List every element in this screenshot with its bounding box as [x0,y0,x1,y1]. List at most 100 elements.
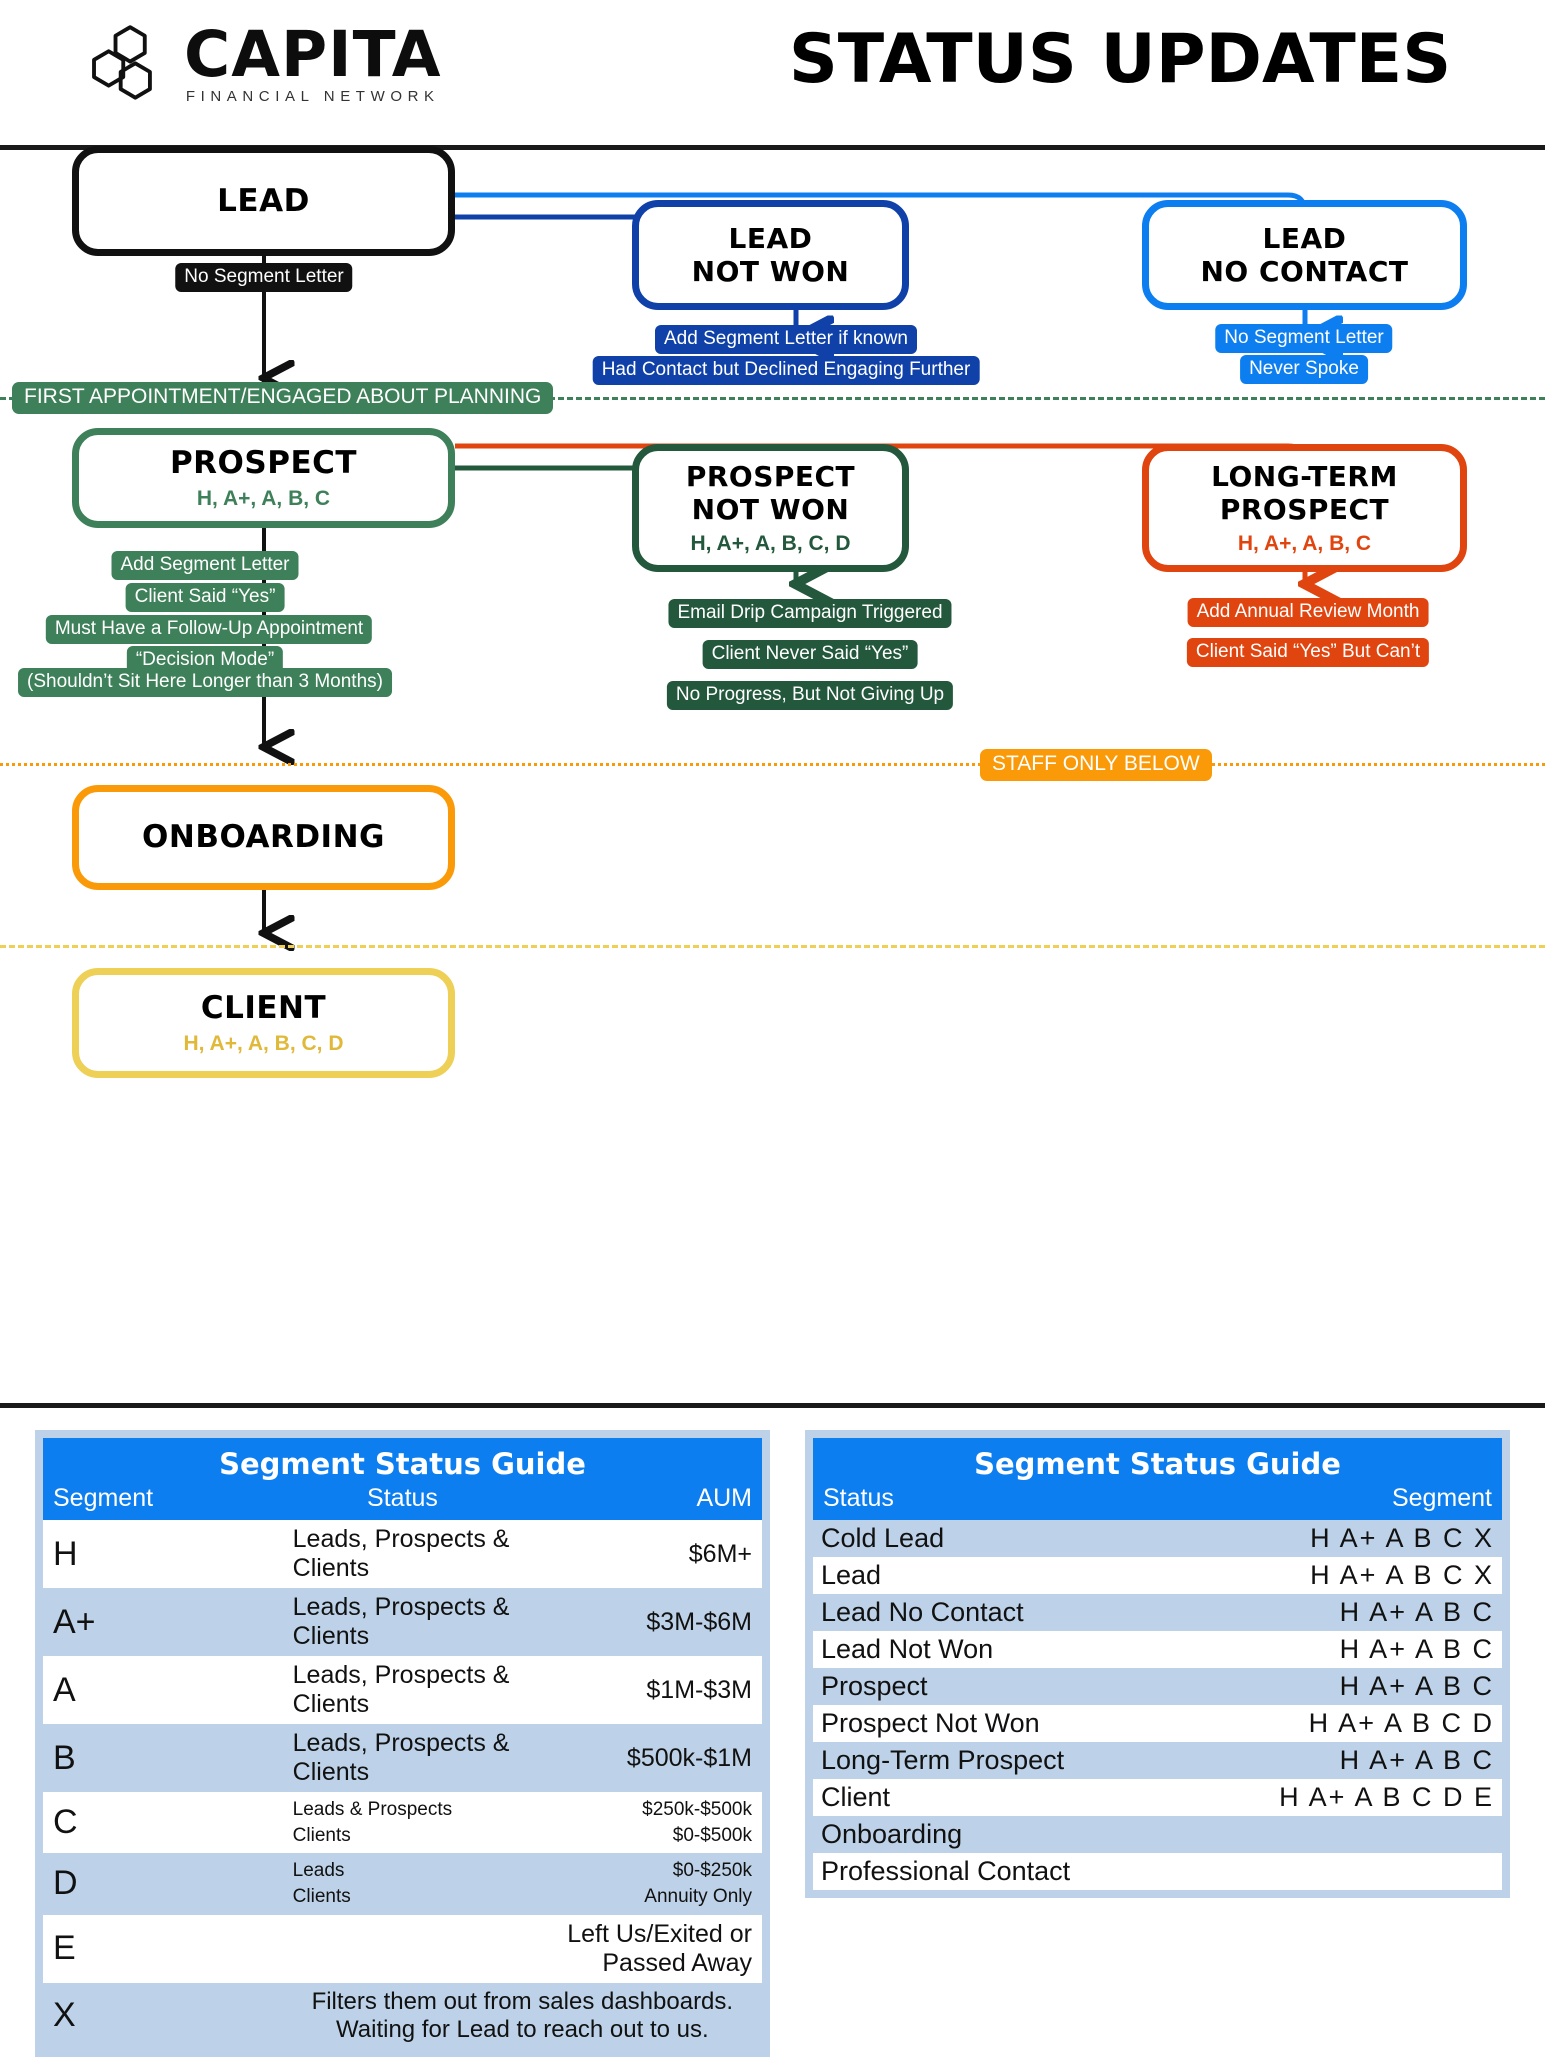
left-row-segment: A+ [43,1588,283,1656]
right-row-segments [1158,1853,1503,1890]
left-header-aum: AUM [522,1484,762,1520]
divider-staff-only-label: STAFF ONLY BELOW [980,749,1212,781]
divider-staff-only-line [0,763,1545,766]
left-row-aum: $0-$250k Annuity Only [522,1853,762,1915]
node-prospect-not-won-segments: H, A+, A, B, C, D [690,532,851,556]
table-row: C Leads & Prospects Clients $250k-$500k … [43,1792,762,1853]
left-row-aum: $6M+ [688,1539,752,1568]
node-lead-not-won-line1: LEAD [728,221,813,255]
divider-client-line [0,945,1545,948]
right-row-segments: H A+ A B C [1157,1742,1502,1779]
chip-prospect-5: (Shouldn’t Sit Here Longer than 3 Months… [18,668,392,697]
chip-lead-not-won-1: Add Segment Letter if known [655,325,917,354]
left-row-status [283,1915,523,1983]
chip-prospect-not-won-3: No Progress, But Not Giving Up [666,681,954,710]
right-row-segments: H A+ A B C X [1310,1560,1494,1590]
flow-bottom-divider [0,1403,1545,1408]
left-row-aum-line1: $0-$250k [672,1860,752,1882]
right-row-status: Lead Not Won [821,1634,994,1664]
chip-long-term-prospect-1: Add Annual Review Month [1187,598,1429,627]
table-row: B Leads, Prospects & Clients $500k-$1M [43,1724,762,1792]
node-prospect[interactable]: PROSPECT H, A+, A, B, C [72,428,455,528]
page-title: STATUS UPDATES [788,20,1452,99]
table-row: Onboarding [813,1816,1502,1853]
hexagons-logo-icon [92,25,152,100]
chip-long-term-prospect-2: Client Said “Yes” But Can’t [1186,638,1430,667]
left-table-title: Segment Status Guide [43,1438,762,1484]
brand-logo: CAPITA FINANCIAL NETWORK [88,22,441,108]
left-row-status: Leads & Prospects Clients [283,1792,523,1853]
table-row: Professional Contact [813,1853,1502,1890]
table-row: A+ Leads, Prospects & Clients $3M-$6M [43,1588,762,1656]
right-row-status: Long-Term Prospect [813,1742,1158,1779]
node-prospect-not-won[interactable]: PROSPECT NOT WON H, A+, A, B, C, D [632,444,909,572]
header-divider [0,145,1545,150]
left-row-aum: $3M-$6M [522,1588,762,1656]
left-row-segment: C [53,1803,78,1842]
left-row-aum: $500k-$1M [522,1724,762,1792]
table-row: Lead Not Won H A+ A B C [813,1631,1502,1668]
node-client-title: CLIENT [200,989,327,1026]
right-row-status: Cold Lead [813,1520,1158,1557]
table-row: H Leads, Prospects & Clients $6M+ [43,1520,762,1588]
table-row: Lead No Contact H A+ A B C [813,1594,1502,1631]
node-long-term-prospect-line2: PROSPECT [1219,493,1390,526]
left-row-segment: E [53,1929,76,1968]
right-row-segments: H A+ A B C [1339,1634,1494,1664]
left-row-note: Filters them out from sales dashboards. … [282,1982,762,2049]
node-lead-not-won-line2: NOT WON [691,255,850,288]
left-segment-status-guide: Segment Status Guide Segment Status AUM … [35,1430,770,2057]
left-row-aum: Left Us/Exited or Passed Away [567,1919,752,1977]
node-lead[interactable]: LEAD [72,146,455,256]
node-lead-no-contact-line2: NO CONTACT [1200,255,1409,288]
node-prospect-not-won-line1: PROSPECT [685,459,856,493]
chip-lead-no-contact-2: Never Spoke [1240,355,1368,384]
right-row-status: Onboarding [813,1816,1158,1853]
node-onboarding[interactable]: ONBOARDING [72,785,455,890]
table-row: E Left Us/Exited or Passed Away [43,1915,762,1983]
left-row-aum-line1: $250k-$500k [642,1799,752,1820]
left-row-segment: D [43,1853,283,1915]
node-onboarding-title: ONBOARDING [142,819,385,856]
left-row-segment: B [43,1724,283,1792]
right-row-segments: H A+ A B C D E [1279,1782,1494,1812]
table-row: D Leads Clients $0-$250k Annuity Only [43,1853,762,1915]
left-row-status: Leads, Prospects & Clients [282,1588,523,1656]
table-row: X Filters them out from sales dashboards… [43,1982,762,2049]
chip-lead-no-contact-1: No Segment Letter [1215,324,1393,353]
table-row: Lead H A+ A B C X [813,1557,1502,1594]
left-row-status: Leads, Prospects & Clients [292,1525,510,1582]
node-lead-not-won[interactable]: LEAD NOT WON [632,200,909,310]
left-row-status-line2: Clients [292,1824,351,1846]
chip-prospect-1: Add Segment Letter [111,551,299,580]
right-row-status: Professional Contact [821,1856,1071,1886]
left-row-aum-line2: Annuity Only [644,1885,752,1907]
chip-lead-not-won-2: Had Contact but Declined Engaging Furthe… [592,356,980,385]
segment-guides: Segment Status Guide Segment Status AUM … [0,1430,1545,2057]
right-row-segments: H A+ A B C [1157,1594,1502,1631]
page-header: CAPITA FINANCIAL NETWORK STATUS UPDATES [0,0,1545,150]
node-long-term-prospect-segments: H, A+, A, B, C [1237,532,1372,556]
node-long-term-prospect[interactable]: LONG-TERM PROSPECT H, A+, A, B, C [1142,444,1467,572]
right-row-status: Client [821,1782,891,1812]
table-row: Prospect Not Won H A+ A B C D [813,1705,1502,1742]
right-header-segment: Segment [1157,1484,1502,1520]
right-row-segments: H A+ A B C D [1308,1708,1494,1738]
chip-prospect-not-won-2: Client Never Said “Yes” [702,640,918,669]
chip-lead-no-segment-letter: No Segment Letter [175,263,353,292]
logo-tagline: FINANCIAL NETWORK [185,88,440,106]
left-row-status: Leads, Prospects & Clients [282,1724,523,1792]
node-client[interactable]: CLIENT H, A+, A, B, C, D [72,968,455,1078]
right-table-title: Segment Status Guide [813,1438,1502,1484]
right-row-status: Lead No Contact [813,1594,1158,1631]
left-header-segment: Segment [43,1484,283,1520]
logo-wordmark: CAPITA [184,17,442,91]
left-row-status: Leads Clients [282,1853,523,1915]
table-row: Prospect H A+ A B C [813,1668,1502,1705]
chip-prospect-2: Client Said “Yes” [125,583,285,612]
chip-prospect-3: Must Have a Follow-Up Appointment [45,615,373,644]
right-row-status: Prospect [813,1668,1158,1705]
node-prospect-segments: H, A+, A, B, C [196,487,331,511]
left-row-status-line1: Leads [292,1860,345,1882]
node-lead-no-contact[interactable]: LEAD NO CONTACT [1142,200,1467,310]
